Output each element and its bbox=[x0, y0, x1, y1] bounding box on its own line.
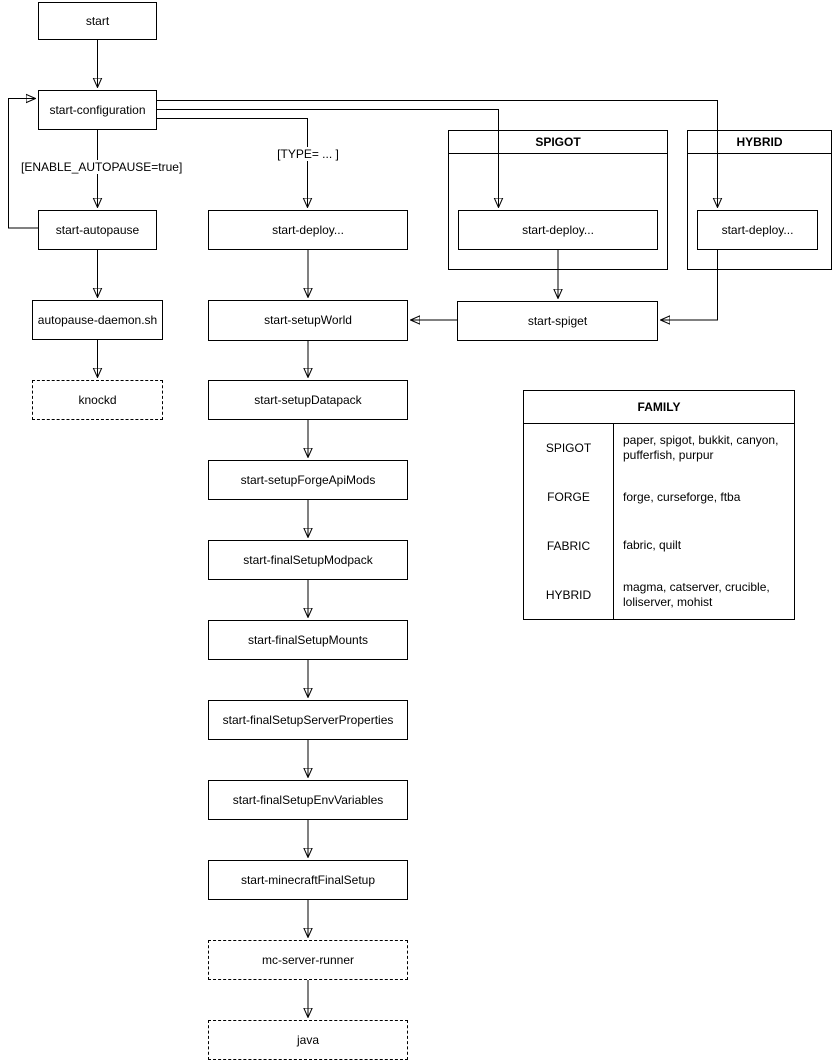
node-start-setupworld: start-setupWorld bbox=[208, 300, 408, 341]
family-row-forge: FORGE forge, curseforge, ftba bbox=[524, 472, 794, 522]
node-start-autopause: start-autopause bbox=[38, 210, 157, 250]
node-start-spiget: start-spiget bbox=[457, 301, 658, 341]
node-hybrid-start-deploy: start-deploy... bbox=[697, 210, 818, 250]
family-row-fabric: FABRIC fabric, quilt bbox=[524, 521, 794, 571]
family-table-body: SPIGOT paper, spigot, bukkit, canyon, pu… bbox=[524, 424, 794, 619]
node-start-minecraftfinalsetup: start-minecraftFinalSetup bbox=[208, 860, 408, 900]
node-start-setupdatapack: start-setupDatapack bbox=[208, 380, 408, 420]
edge-label-enable-autopause: [ENABLE_AUTOPAUSE=true] bbox=[20, 160, 183, 174]
family-row-spigot: SPIGOT paper, spigot, bukkit, canyon, pu… bbox=[524, 424, 794, 473]
family-name: SPIGOT bbox=[545, 441, 592, 456]
family-name: FORGE bbox=[547, 490, 590, 505]
edge-label-type: [TYPE= ... ] bbox=[273, 147, 343, 161]
family-table: FAMILY SPIGOT paper, spigot, bukkit, can… bbox=[523, 390, 795, 620]
node-spigot-start-deploy: start-deploy... bbox=[458, 210, 658, 250]
node-start: start bbox=[38, 2, 157, 40]
node-autopause-daemon-sh: autopause-daemon.sh bbox=[32, 300, 163, 340]
node-start-finalsetupenvvariables: start-finalSetupEnvVariables bbox=[208, 780, 408, 820]
node-start-setupforgeapimods: start-setupForgeApiMods bbox=[208, 460, 408, 500]
family-name: HYBRID bbox=[545, 587, 592, 602]
group-spigot-title: SPIGOT bbox=[449, 131, 667, 154]
node-java: java bbox=[208, 1020, 408, 1060]
family-name: FABRIC bbox=[546, 538, 591, 553]
node-mc-server-runner: mc-server-runner bbox=[208, 940, 408, 980]
family-members: fabric, quilt bbox=[613, 521, 794, 571]
node-start-finalsetupserverproperties: start-finalSetupServerProperties bbox=[208, 700, 408, 740]
family-row-hybrid: HYBRID magma, catserver, crucible, lolis… bbox=[524, 570, 794, 619]
family-members: magma, catserver, crucible, loliserver, … bbox=[613, 570, 794, 619]
node-start-finalsetupmounts: start-finalSetupMounts bbox=[208, 620, 408, 660]
node-start-deploy: start-deploy... bbox=[208, 210, 408, 250]
family-members: forge, curseforge, ftba bbox=[613, 472, 794, 522]
family-table-title: FAMILY bbox=[524, 391, 794, 424]
node-start-finalsetupmodpack: start-finalSetupModpack bbox=[208, 540, 408, 580]
node-start-configuration: start-configuration bbox=[38, 90, 157, 130]
node-knockd: knockd bbox=[32, 380, 163, 420]
family-members: paper, spigot, bukkit, canyon, pufferfis… bbox=[613, 424, 794, 473]
group-hybrid-title: HYBRID bbox=[688, 131, 831, 154]
